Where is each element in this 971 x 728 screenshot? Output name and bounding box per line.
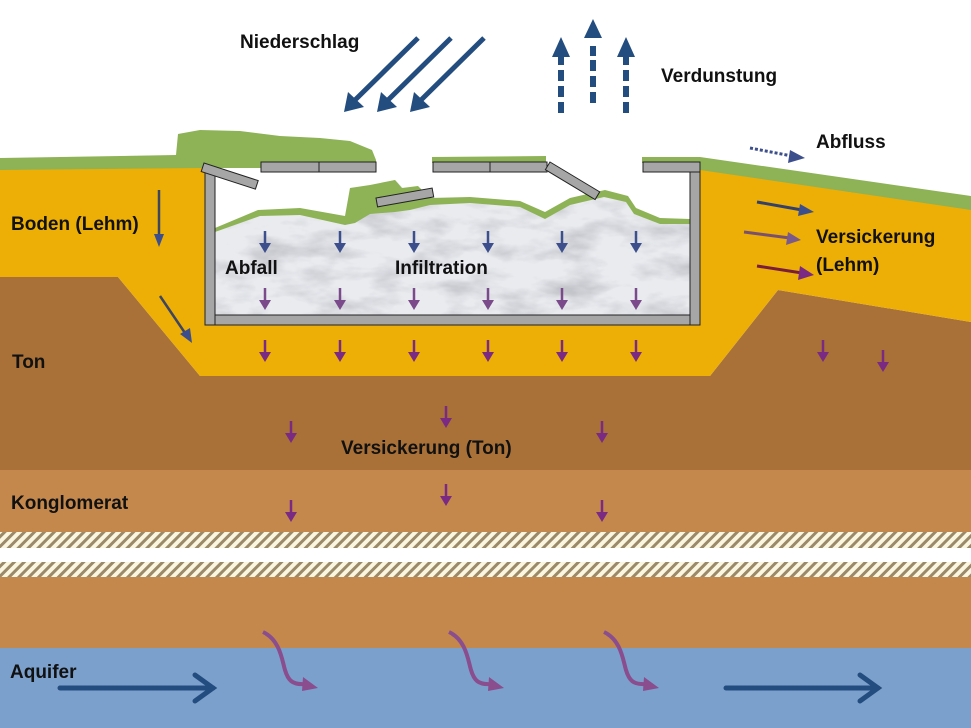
rain-arrow-head-1: [344, 92, 364, 112]
seepage-arrow-icon: [334, 340, 346, 362]
liner-bottom: [214, 314, 691, 326]
seepage-arrow-icon: [440, 484, 452, 506]
label-seepage-clay: Versickerung (Ton): [341, 438, 512, 459]
clay-layer: [0, 277, 971, 470]
rain-arrow-2: [383, 36, 453, 105]
hatched-band-upper: [0, 532, 971, 548]
infiltration-arrow-icon: [259, 231, 271, 253]
lower-gravel-layer: [0, 577, 971, 648]
infiltration-arrow-icon: [482, 231, 494, 253]
cover-panel-5: [642, 161, 701, 173]
hatched-band-lower: [0, 562, 971, 577]
infiltration-arrow-icon: [334, 288, 346, 310]
seepage-arrow-icon: [596, 421, 608, 443]
white-band: [0, 548, 971, 562]
label-clay: Ton: [12, 352, 46, 373]
seepage-arrows-clay: [285, 340, 889, 522]
seepage-arrow-icon: [482, 340, 494, 362]
label-waste: Abfall: [225, 258, 278, 279]
infiltration-arrow-icon: [334, 231, 346, 253]
infiltration-arrow-icon: [482, 288, 494, 310]
rain-arrow-head-3: [410, 92, 430, 112]
seepage-arrow-icon: [877, 350, 889, 372]
infiltration-arrow-icon: [556, 231, 568, 253]
label-evaporation: Verdunstung: [661, 66, 778, 87]
seepage-arrow-icon: [630, 340, 642, 362]
label-infiltration: Infiltration: [395, 258, 488, 279]
grass-on-waste: [215, 180, 690, 232]
evap-arrow-head-2: [584, 19, 602, 38]
liner-right-wall: [689, 170, 701, 326]
cover-panel-4: [489, 161, 548, 173]
seepage-arrow-icon: [556, 340, 568, 362]
seepage-arrow-icon: [440, 406, 452, 428]
infiltration-arrow-icon: [259, 288, 271, 310]
infiltration-arrow-icon: [630, 288, 642, 310]
liner-left-wall: [204, 170, 216, 326]
infiltration-arrows-purple: [259, 288, 642, 310]
rain-arrow-head-2: [377, 92, 397, 112]
infiltration-arrows-blue: [259, 231, 642, 253]
seepage-arrows-below-liner: [259, 340, 642, 362]
evap-arrow-head-1: [552, 37, 570, 57]
cover-panel-2: [318, 161, 377, 173]
label-runoff: Abfluss: [816, 132, 886, 153]
cover-panel-3: [432, 161, 491, 173]
seepage-arrow-icon: [408, 340, 420, 362]
evap-arrow-head-3: [617, 37, 635, 57]
cover-panel-tilted-left: [200, 162, 259, 190]
curved-arrow-heads: [302, 677, 659, 691]
label-seepage-loam-2: (Lehm): [816, 255, 880, 276]
seepage-arrow-icon: [285, 421, 297, 443]
label-precipitation: Niederschlag: [240, 32, 360, 53]
infiltration-arrow-icon: [630, 231, 642, 253]
seepage-arrow-icon: [259, 340, 271, 362]
label-soil-loam: Boden (Lehm): [11, 214, 139, 235]
seepage-arrow-icon: [285, 500, 297, 522]
precipitation-arrows: [344, 36, 486, 112]
seepage-arrow-icon: [817, 340, 829, 362]
cover-panel-1: [260, 161, 320, 173]
runoff-arrow: [749, 146, 805, 163]
soil-loam-layer: [0, 162, 971, 376]
evaporation-arrows: [552, 19, 635, 113]
waste-texture: [215, 180, 690, 315]
label-aquifer: Aquifer: [10, 662, 77, 683]
infiltration-arrow-icon: [556, 288, 568, 310]
loam-seepage-arrows: [743, 200, 814, 280]
rain-arrow-1: [350, 36, 420, 105]
cover-panel-fallen: [375, 187, 435, 208]
seepage-arrow-icon: [596, 500, 608, 522]
grass-left: [0, 130, 376, 170]
curved-aquifer-arrows: [261, 630, 647, 687]
cover-panel-tilted-right: [544, 161, 601, 201]
label-conglomerate: Konglomerat: [11, 493, 129, 514]
grass-cover-mid: [432, 156, 546, 163]
infiltration-arrow-icon: [408, 288, 420, 310]
conglomerate-layer: [0, 470, 971, 532]
aquifer-flow-arrows: [57, 672, 883, 704]
left-soil-arrows: [154, 190, 192, 343]
rain-arrow-3: [416, 36, 486, 105]
infiltration-arrow-icon: [408, 231, 420, 253]
label-seepage-loam-1: Versickerung: [816, 227, 936, 248]
grass-right-slope: [700, 157, 971, 210]
